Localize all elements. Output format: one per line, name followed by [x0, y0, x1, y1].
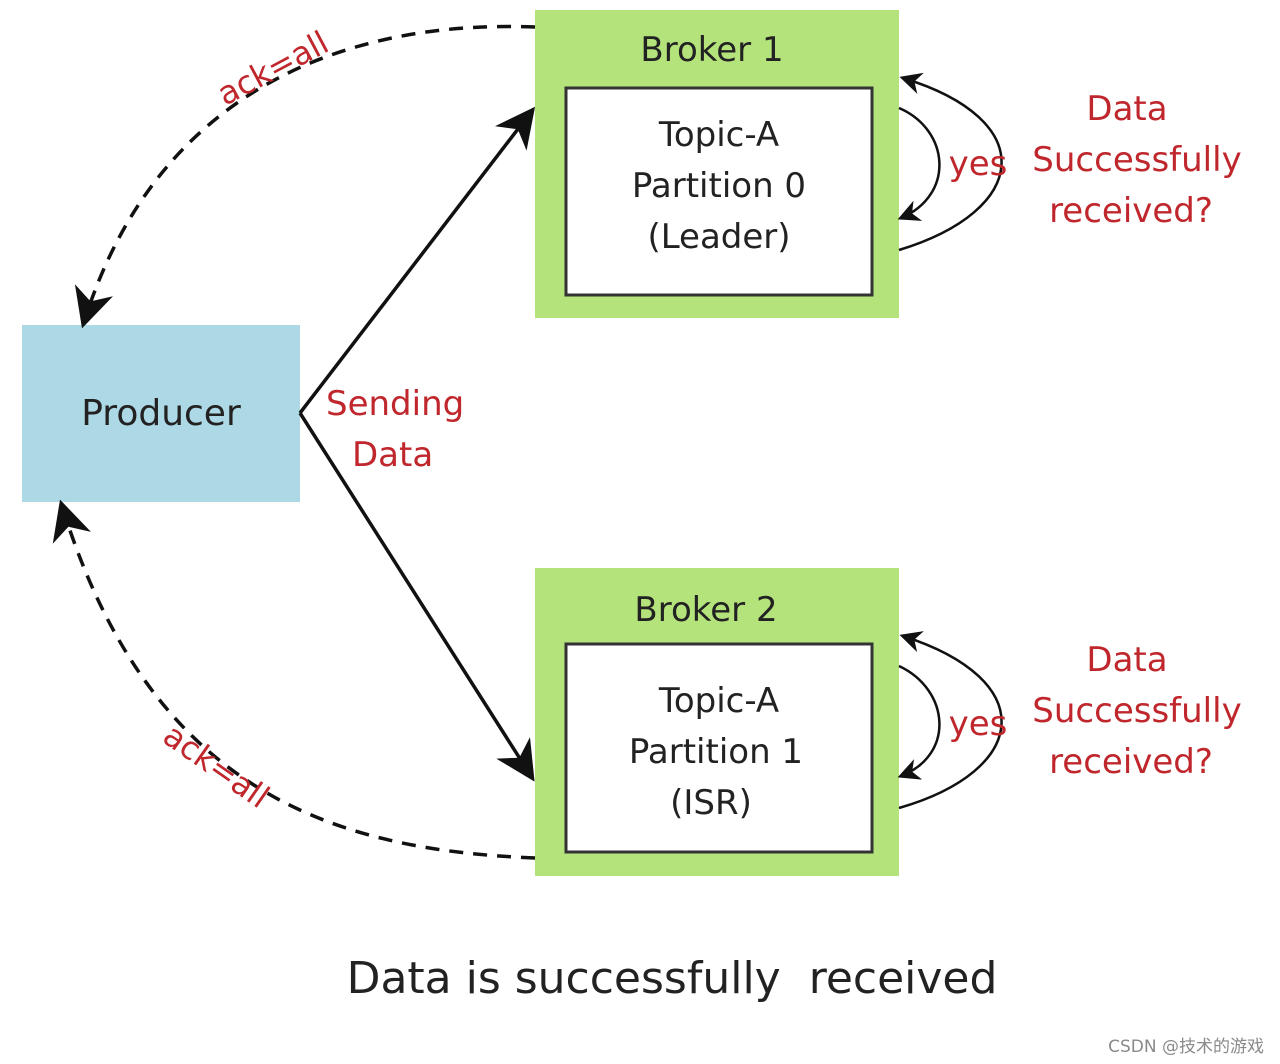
send-label-line2: Data: [352, 435, 433, 475]
ack-label-top: ack=all: [211, 23, 335, 113]
diagram-caption: Data is successfully received: [347, 953, 998, 1004]
question-broker-1-line2: Successfully: [1032, 140, 1241, 180]
ack-label-bottom: ack=all: [156, 716, 276, 816]
partition-1-box: [564, 642, 874, 854]
send-arrow-broker-1: [298, 106, 536, 415]
loop-inner-arrow-broker-1: [897, 106, 941, 221]
partition-1-topic: Topic-A: [658, 681, 779, 721]
loop-label-broker-1: yes: [949, 144, 1008, 184]
send-label-line1: Sending: [326, 384, 464, 424]
partition-0-topic: Topic-A: [658, 115, 779, 155]
producer-box: [22, 325, 300, 502]
ack-arrow-broker-2: [52, 499, 536, 860]
question-broker-1-line3: received?: [1049, 191, 1213, 231]
partition-0-box: [564, 86, 874, 297]
partition-1-name: Partition 1: [629, 732, 803, 772]
producer-node: Producer: [22, 325, 300, 502]
loop-outer-arrow-broker-2: [898, 631, 1003, 810]
broker-2-node: Broker 2 Topic-A Partition 1 (ISR): [535, 568, 899, 876]
partition-0-role: (Leader): [647, 217, 790, 257]
loop-inner-arrow-broker-2: [897, 664, 941, 780]
question-broker-2-line2: Successfully: [1032, 691, 1241, 731]
question-broker-2-line1: Data: [1086, 640, 1167, 680]
watermark: CSDN @技术的游戏: [1108, 1037, 1264, 1057]
question-broker-2-line3: received?: [1049, 742, 1213, 782]
partition-1-role: (ISR): [670, 783, 752, 823]
question-broker-1-line1: Data: [1086, 89, 1167, 129]
partition-0-name: Partition 0: [632, 166, 806, 206]
ack-arrow-broker-1: [74, 24, 536, 329]
send-arrow-broker-2: [298, 412, 535, 782]
broker-1-label: Broker 1: [640, 30, 783, 70]
loop-outer-arrow-broker-1: [898, 72, 1003, 252]
broker-1-node: Broker 1 Topic-A Partition 0 (Leader): [535, 10, 899, 318]
loop-label-broker-2: yes: [949, 704, 1008, 744]
producer-label: Producer: [81, 393, 241, 434]
broker-2-label: Broker 2: [634, 590, 777, 630]
